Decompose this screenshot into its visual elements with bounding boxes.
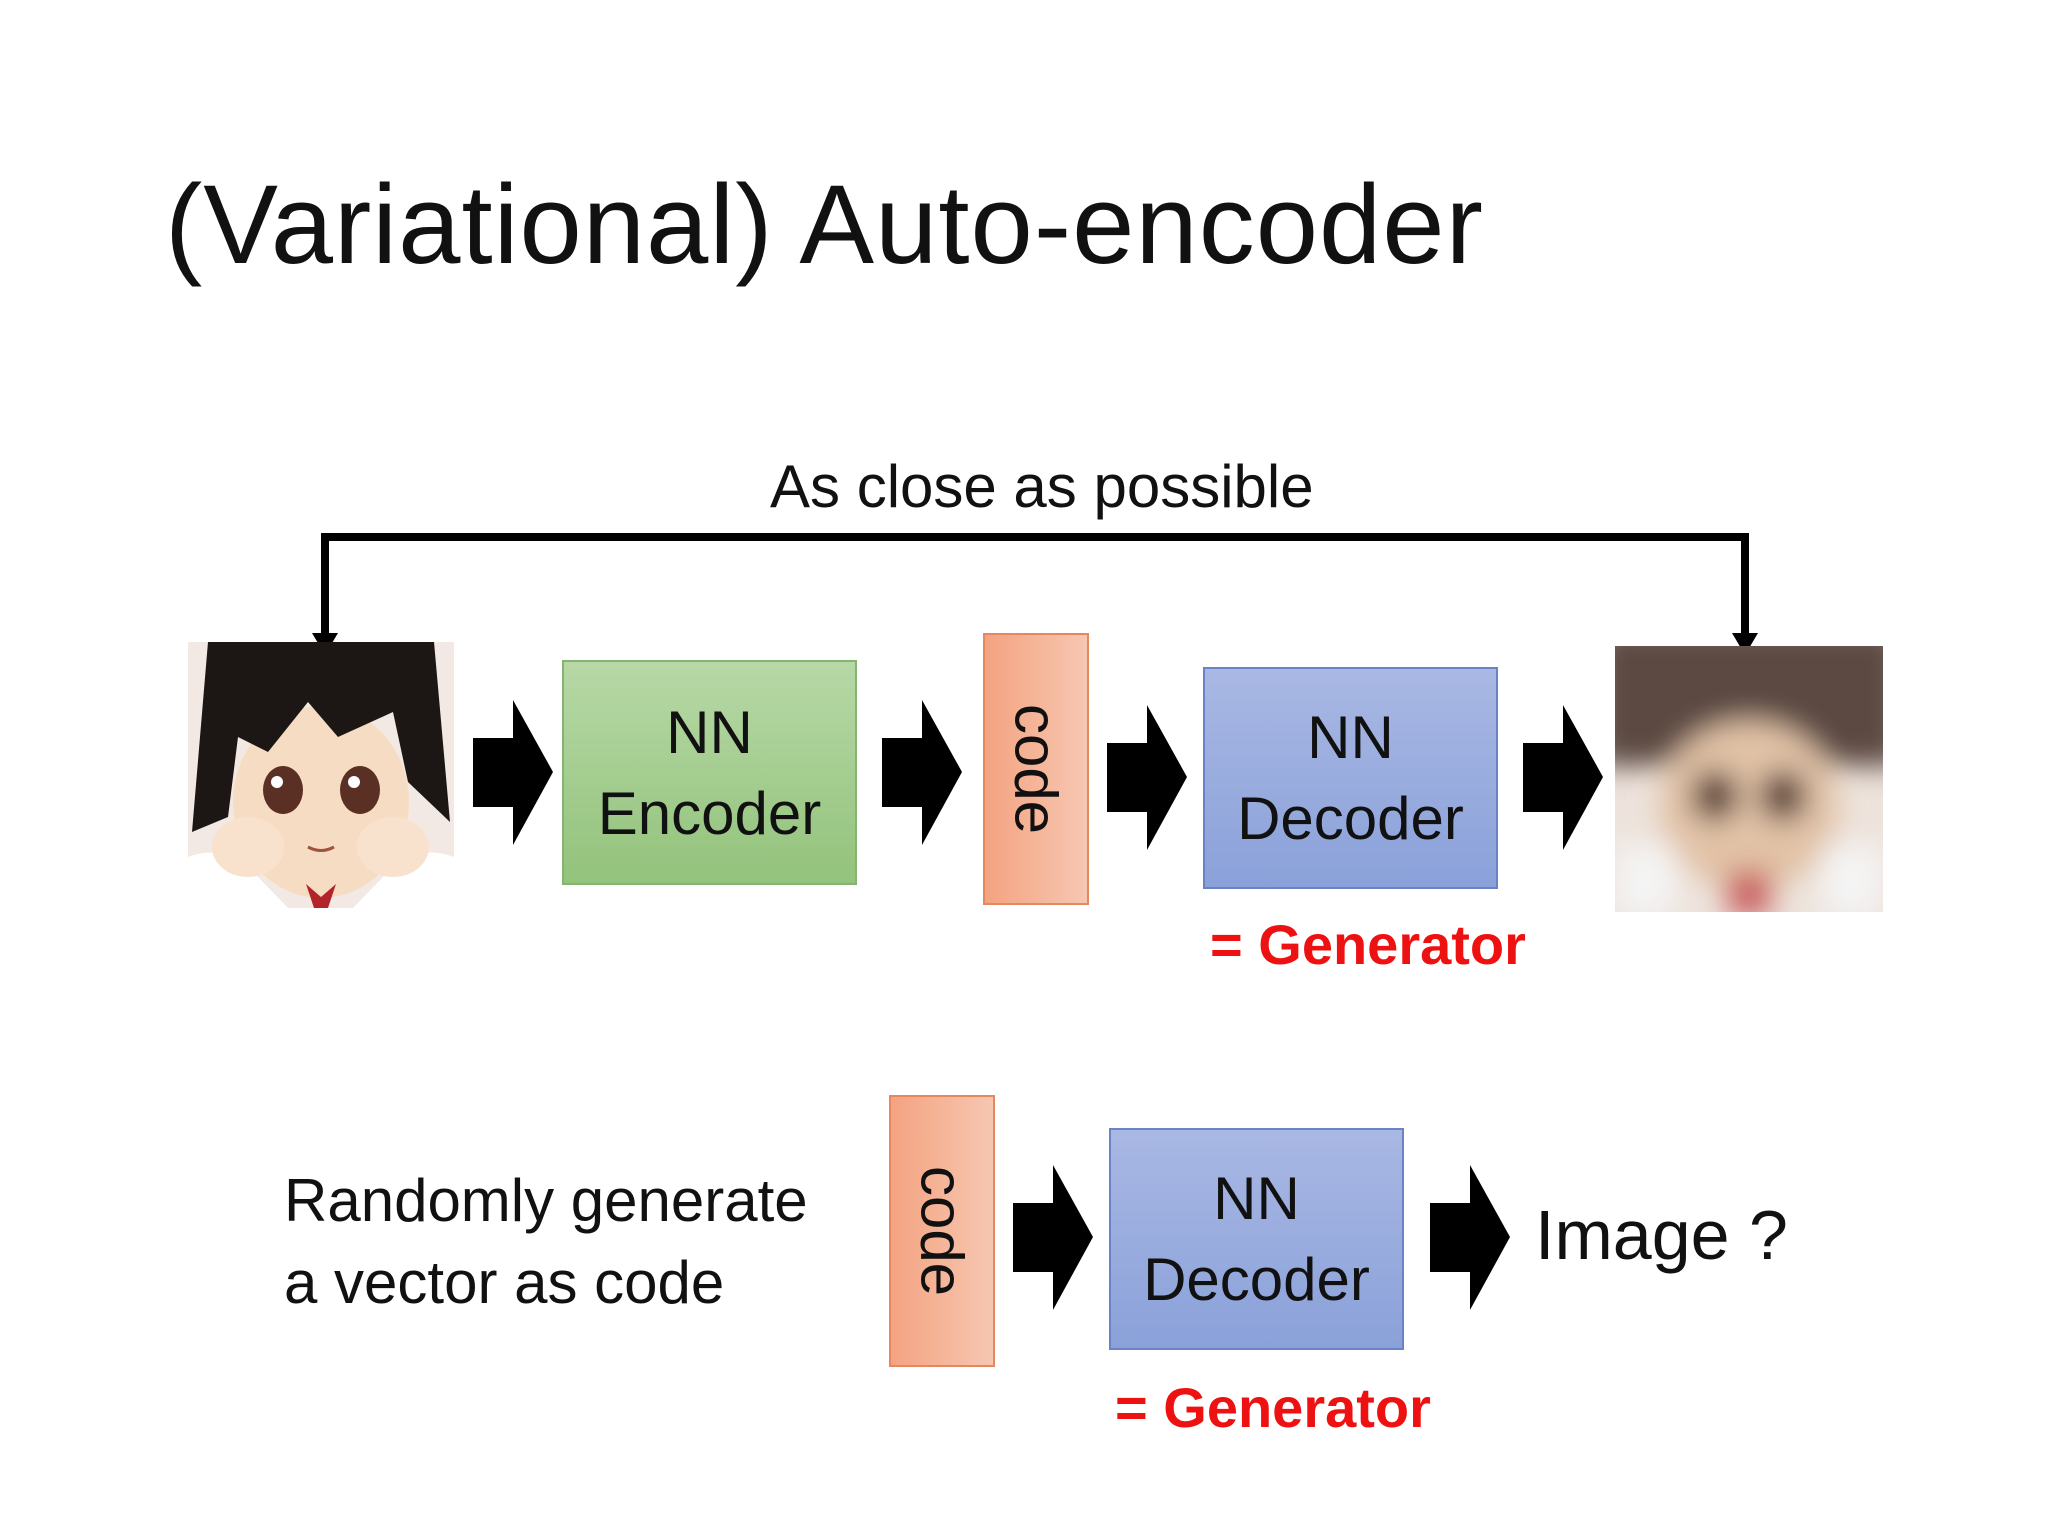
image-question-label: Image ? [1535, 1196, 1788, 1274]
right-arrow-icon [882, 700, 962, 845]
code-box: code [983, 633, 1089, 905]
right-arrow-icon [1107, 705, 1187, 850]
nn-decoder-box: NN Decoder [1203, 667, 1498, 889]
blurry-face-output-image [1615, 646, 1883, 912]
code-label: code [908, 1165, 976, 1297]
code-label: code [1002, 703, 1070, 835]
encoder-line2: Encoder [597, 779, 822, 847]
feedback-label: As close as possible [770, 453, 1314, 520]
right-arrow-icon [1013, 1165, 1093, 1310]
slide-title: (Variational) Auto-encoder [165, 162, 1484, 287]
right-arrow-icon [473, 700, 553, 845]
generator-label: = Generator [1115, 1376, 1431, 1439]
right-arrow-icon [1523, 705, 1603, 850]
decoder-line2: Decoder [1237, 785, 1464, 852]
generator-label: = Generator [1210, 913, 1526, 976]
decoder-line1: NN [1307, 704, 1394, 771]
code-box: code [889, 1095, 995, 1367]
decoder-line1: NN [1213, 1165, 1300, 1232]
nn-decoder-box: NN Decoder [1109, 1128, 1404, 1350]
caption-line2: a vector as code [284, 1249, 725, 1317]
right-arrow-icon [1430, 1165, 1510, 1310]
random-vector-caption: Randomly generate a vector as code [284, 1160, 808, 1324]
nn-encoder-box: NN Encoder [562, 660, 857, 885]
caption-line1: Randomly generate [284, 1167, 808, 1234]
encoder-line1: NN [666, 698, 753, 766]
decoder-line2: Decoder [1143, 1246, 1370, 1313]
anime-face-input-image [188, 642, 454, 908]
